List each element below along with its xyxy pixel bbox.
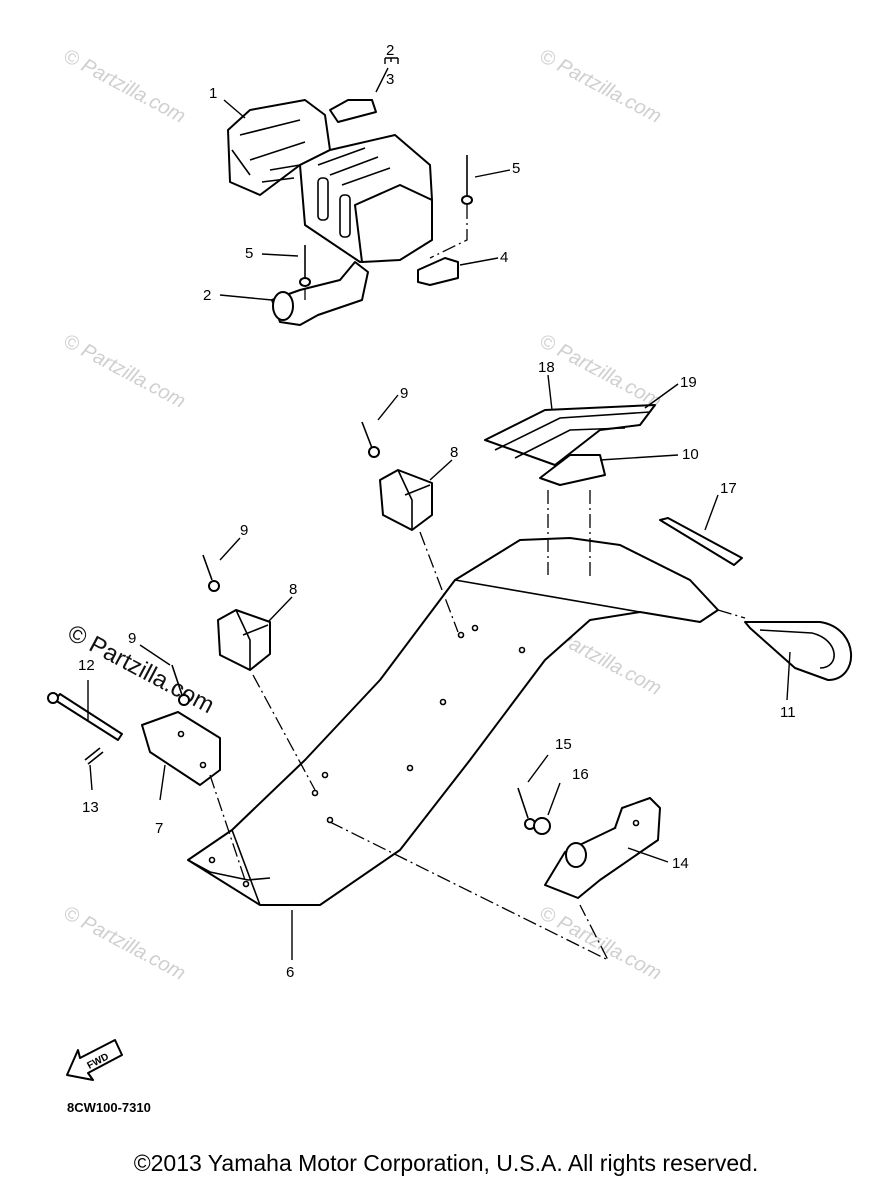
leader-lines [87, 57, 791, 960]
watermark: © Partzilla.com [536, 330, 665, 413]
bolt [47, 692, 123, 741]
callout-5: 5 [245, 245, 253, 262]
rear-bracket [544, 797, 661, 899]
callout-8: 8 [289, 581, 297, 598]
callout-18: 18 [538, 359, 555, 376]
battery-hook [744, 621, 852, 681]
copyright-notice: ©2013 Yamaha Motor Corporation, U.S.A. A… [133, 1150, 759, 1176]
callouts: 1 2 3 5 5 4 2 18 19 9 10 8 17 9 8 9 12 1… [78, 42, 796, 981]
screw [299, 245, 311, 287]
callout-14: 14 [672, 855, 689, 872]
cotter-pin [84, 747, 104, 765]
callout-16: 16 [572, 766, 589, 783]
callout-8: 8 [450, 444, 458, 461]
screw [202, 554, 220, 592]
pads [484, 404, 656, 580]
clip [379, 469, 433, 531]
battery-assembly [227, 99, 473, 326]
screw [361, 421, 380, 458]
callout-6: 6 [286, 964, 294, 981]
nut [533, 817, 551, 835]
callout-13: 13 [82, 799, 99, 816]
callout-5: 5 [512, 160, 520, 177]
battery-bracket [271, 261, 369, 326]
cover-strip [659, 517, 743, 566]
callout-15: 15 [555, 736, 572, 753]
callout-3: 3 [386, 71, 394, 88]
callout-1: 1 [209, 85, 217, 102]
callout-17: 17 [720, 480, 737, 497]
watermark: © Partzilla.com [60, 330, 189, 413]
callout-12: 12 [78, 657, 95, 674]
callout-9: 9 [400, 385, 408, 402]
watermark: © Partzilla.com [536, 45, 665, 128]
diagram-code: 8CW100-7310 [67, 1100, 151, 1115]
callout-9: 9 [240, 522, 248, 539]
watermark: © Partzilla.com [60, 902, 189, 985]
callout-4: 4 [500, 249, 508, 266]
clip [217, 609, 271, 671]
callout-9: 9 [128, 630, 136, 647]
hinge [141, 711, 221, 786]
pad [539, 454, 606, 486]
callout-11: 11 [780, 704, 796, 721]
callout-7: 7 [155, 820, 163, 837]
bolt [517, 787, 536, 830]
callout-2: 2 [386, 42, 394, 59]
watermark: © Partzilla.com [536, 902, 665, 985]
pad [484, 404, 656, 466]
battery-band [329, 99, 377, 123]
callout-10: 10 [682, 446, 699, 463]
fwd-arrow-icon: FWD [66, 1039, 123, 1081]
callout-19: 19 [680, 374, 697, 391]
callout-2: 2 [203, 287, 211, 304]
screw [461, 155, 473, 205]
battery-stopper [417, 257, 459, 286]
watermark: © Partzilla.com [60, 45, 189, 128]
screw [171, 664, 190, 706]
